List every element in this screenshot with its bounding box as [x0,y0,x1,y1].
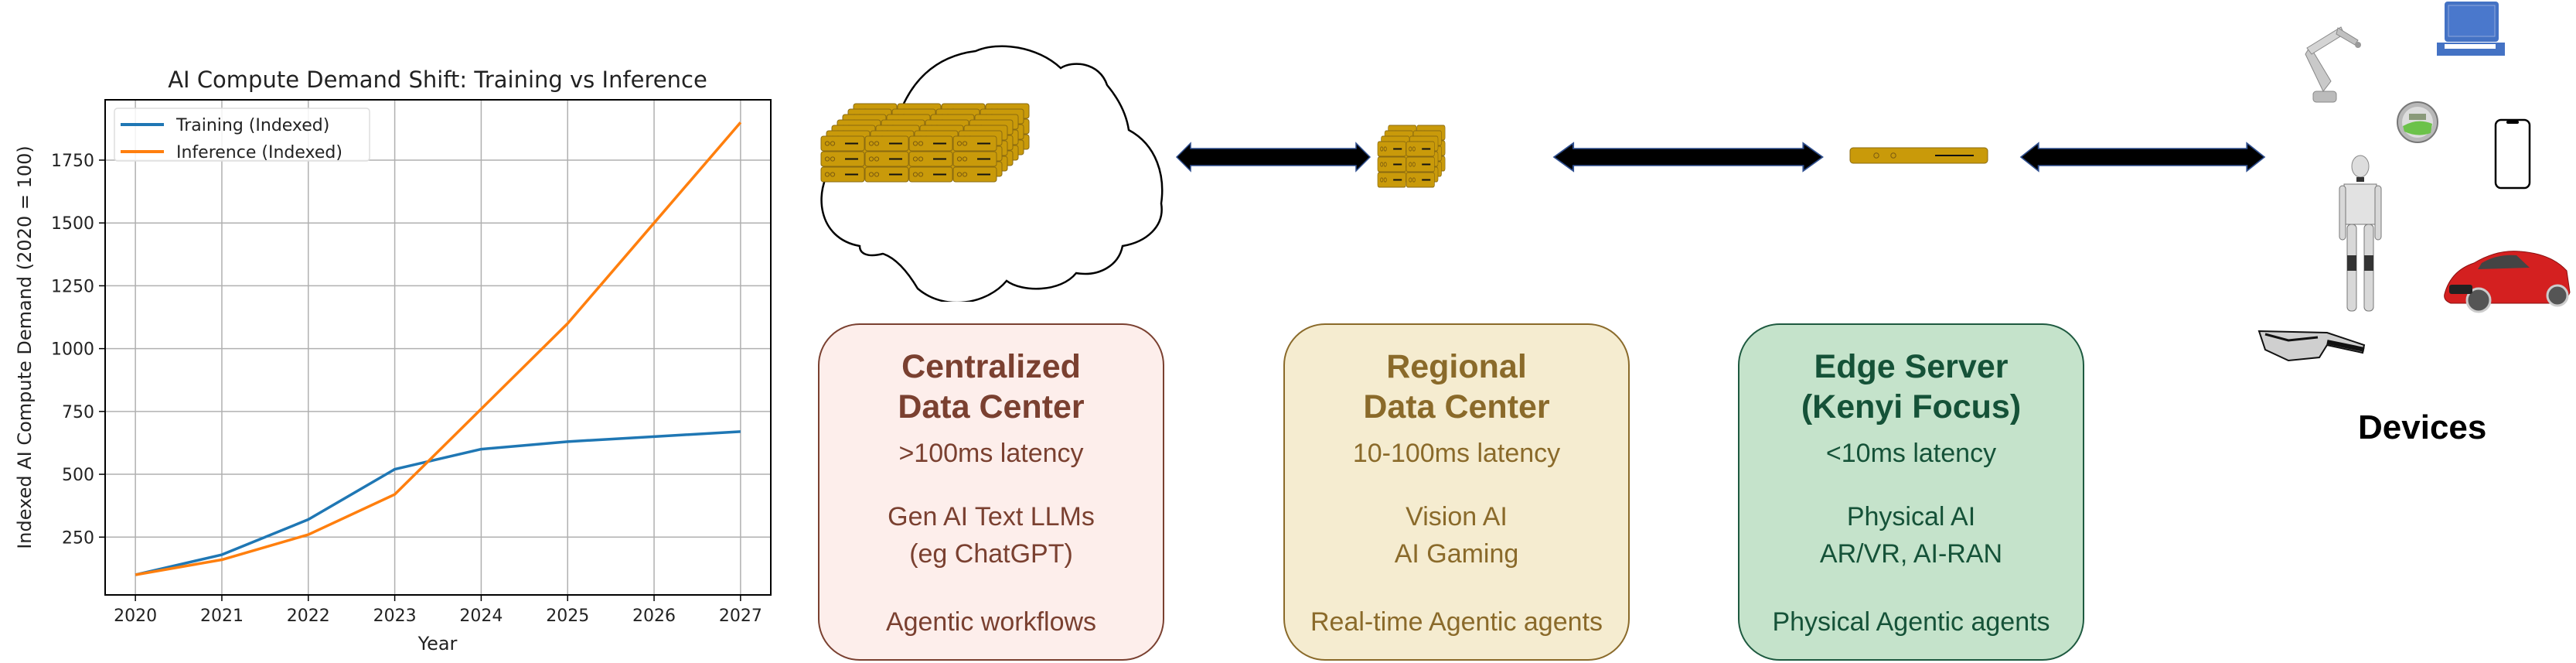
infrastructure-row [820,45,2265,302]
y-tick-label: 750 [62,403,94,422]
server-rack-icon [1377,125,1446,188]
tier-agents: Real-time Agentic agents [1310,607,1603,637]
chart-legend: Training (Indexed) Inference (Indexed) [114,108,370,162]
edge-server-icon [1849,147,1988,164]
chart-background [105,100,771,595]
x-tick-label: 2024 [459,607,503,626]
x-tick-label: 2026 [632,607,676,626]
x-tick-label: 2025 [546,607,589,626]
tier-use-cases: Gen AI Text LLMs(eg ChatGPT) [888,502,1095,569]
bidirectional-arrow-central-regional [1176,142,1371,172]
chart-title: AI Compute Demand Shift: Training vs Inf… [168,67,707,93]
server-unit [908,151,953,167]
series-line-inference [135,121,742,576]
server-unit [1406,172,1436,188]
y-tick-label: 1500 [51,214,94,234]
robot-arm-icon [2305,26,2361,103]
smart-glasses-icon [2257,330,2366,362]
chart-lines [135,121,742,576]
server-unit [820,135,865,152]
server-unit [820,151,865,167]
y-tick-label: 500 [62,466,94,485]
tier-latency: >100ms latency [898,439,1084,468]
tier-box-edge: Edge Server(Kenyi Focus) <10ms latency P… [1738,323,2084,661]
server-unit [908,135,953,152]
server-unit [1377,156,1407,173]
smart-meter-icon [2397,101,2438,143]
x-tick-label: 2020 [114,607,157,626]
cloud-server-farm-icon [820,45,1164,302]
bidirectional-arrow-regional-edge [1552,142,1824,173]
chart-y-axis-label: Indexed AI Compute Demand (2020 = 100) [14,145,36,549]
regional-rack-stack [1377,125,1446,188]
server-unit [1406,156,1436,173]
server-unit [1377,141,1407,157]
y-tick-label: 250 [62,528,94,548]
server-unit [1377,172,1407,188]
chart-axes-frame [104,99,772,596]
server-unit [1406,141,1436,157]
server-unit [908,166,953,183]
tier-latency: <10ms latency [1825,439,1997,468]
server-unit [952,135,997,152]
smartphone-icon [2494,118,2531,190]
server-unit [952,151,997,167]
y-tick-label: 1000 [51,340,94,360]
tier-agents: Physical Agentic agents [1772,607,2050,637]
server-farm-stack [820,103,1030,183]
server-unit [864,135,909,152]
server-unit [820,166,865,183]
chart-x-axis-label: Year [417,633,458,654]
series-line-training [135,430,741,576]
x-tick-label: 2027 [719,607,762,626]
humanoid-robot-icon [2339,155,2382,312]
laptop-icon [2437,2,2505,56]
devices-label: Devices [2358,408,2487,446]
x-tick-label: 2022 [287,607,330,626]
legend-label-inference: Inference (Indexed) [176,143,342,162]
server-farm [820,103,1030,183]
legend-box [114,108,370,162]
x-tick-label: 2021 [200,607,244,626]
y-tick-label: 1250 [51,277,94,296]
car-icon [2444,251,2571,313]
server-unit [952,166,997,183]
tier-agents: Agentic workflows [885,607,1097,637]
y-tick-label: 1750 [51,152,94,171]
x-tick-label: 2023 [373,607,417,626]
chart-grid [105,100,771,595]
tier-title: Edge Server(Kenyi Focus) [1801,348,2022,425]
chart-ticks: 2020 2021 2022 2023 2024 2025 2026 2027 250 500 75… [51,152,762,626]
bidirectional-arrow-edge-devices [2020,142,2265,172]
legend-label-training: Training (Indexed) [175,116,329,135]
tier-latency: 10-100ms latency [1352,439,1561,468]
server-unit [864,151,909,167]
devices-cluster [2257,2,2571,362]
compute-demand-chart: 2020 2021 2022 2023 2024 2025 2026 2027 250 500 75… [14,67,772,654]
server-unit [864,166,909,183]
